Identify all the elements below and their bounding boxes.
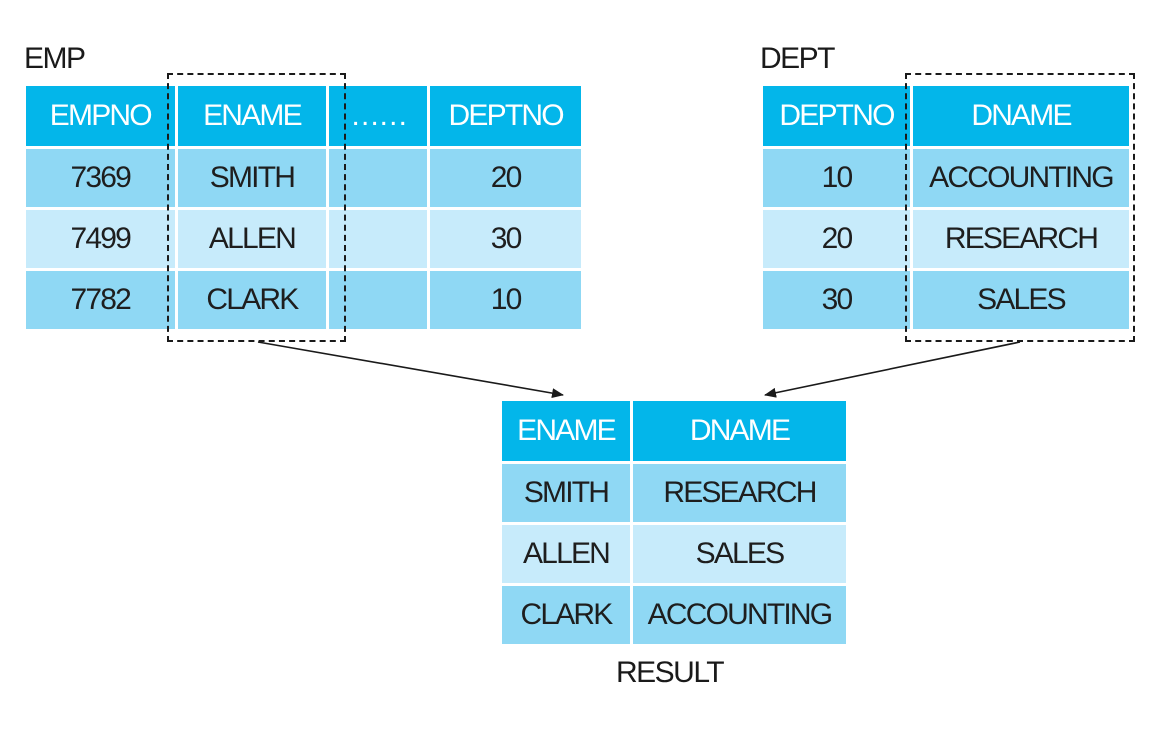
emp-header-ename: ENAME [177,86,327,146]
result-cell-dname: ACCOUNTING [633,586,846,644]
table-row: ALLEN SALES [502,525,846,583]
dept-cell-deptno: 20 [763,210,910,268]
table-row: SMITH RESEARCH [502,464,846,522]
result-caption: RESULT [616,656,725,689]
result-cell-ename: CLARK [502,586,630,644]
result-table: ENAME DNAME SMITH RESEARCH ALLEN SALES C… [499,398,849,647]
dept-cell-dname: SALES [913,271,1129,329]
emp-cell-empno: 7499 [26,210,175,268]
emp-cell-ellipsis [329,149,428,207]
emp-cell-deptno: 30 [430,210,581,268]
result-header-row: ENAME DNAME [502,401,846,461]
dept-header-dname: DNAME [913,86,1129,146]
emp-cell-ename: CLARK [177,271,327,329]
table-row: CLARK ACCOUNTING [502,586,846,644]
emp-header-ellipsis: …… [329,86,428,146]
result-cell-ename: SMITH [502,464,630,522]
result-cell-dname: SALES [633,525,846,583]
dept-caption: DEPT [760,42,836,75]
emp-header-empno: EMPNO [26,86,175,146]
table-row: 7499 ALLEN 30 [26,210,581,268]
dept-cell-deptno: 10 [763,149,910,207]
table-row: 7782 CLARK 10 [26,271,581,329]
table-row: 30 SALES [763,271,1129,329]
table-row: 7369 SMITH 20 [26,149,581,207]
emp-caption: EMP [24,42,86,75]
table-row: 20 RESEARCH [763,210,1129,268]
result-cell-ename: ALLEN [502,525,630,583]
emp-cell-ename: ALLEN [177,210,327,268]
result-cell-dname: RESEARCH [633,464,846,522]
dept-header-row: DEPTNO DNAME [763,86,1129,146]
result-header-dname: DNAME [633,401,846,461]
result-header-ename: ENAME [502,401,630,461]
emp-cell-empno: 7369 [26,149,175,207]
dept-cell-deptno: 30 [763,271,910,329]
emp-cell-empno: 7782 [26,271,175,329]
table-row: 10 ACCOUNTING [763,149,1129,207]
emp-cell-ellipsis [329,210,428,268]
emp-cell-ellipsis [329,271,428,329]
dept-header-deptno: DEPTNO [763,86,910,146]
dept-cell-dname: RESEARCH [913,210,1129,268]
dname-to-result-arrow [764,341,1021,398]
emp-header-deptno: DEPTNO [430,86,581,146]
emp-header-row: EMPNO ENAME …… DEPTNO [26,86,581,146]
emp-cell-deptno: 10 [430,271,581,329]
ename-to-result-arrow [257,341,564,399]
emp-cell-deptno: 20 [430,149,581,207]
emp-table: EMPNO ENAME …… DEPTNO 7369 SMITH 20 7499… [23,83,584,332]
emp-cell-ename: SMITH [177,149,327,207]
dept-table: DEPTNO DNAME 10 ACCOUNTING 20 RESEARCH 3… [760,83,1132,332]
dept-cell-dname: ACCOUNTING [913,149,1129,207]
